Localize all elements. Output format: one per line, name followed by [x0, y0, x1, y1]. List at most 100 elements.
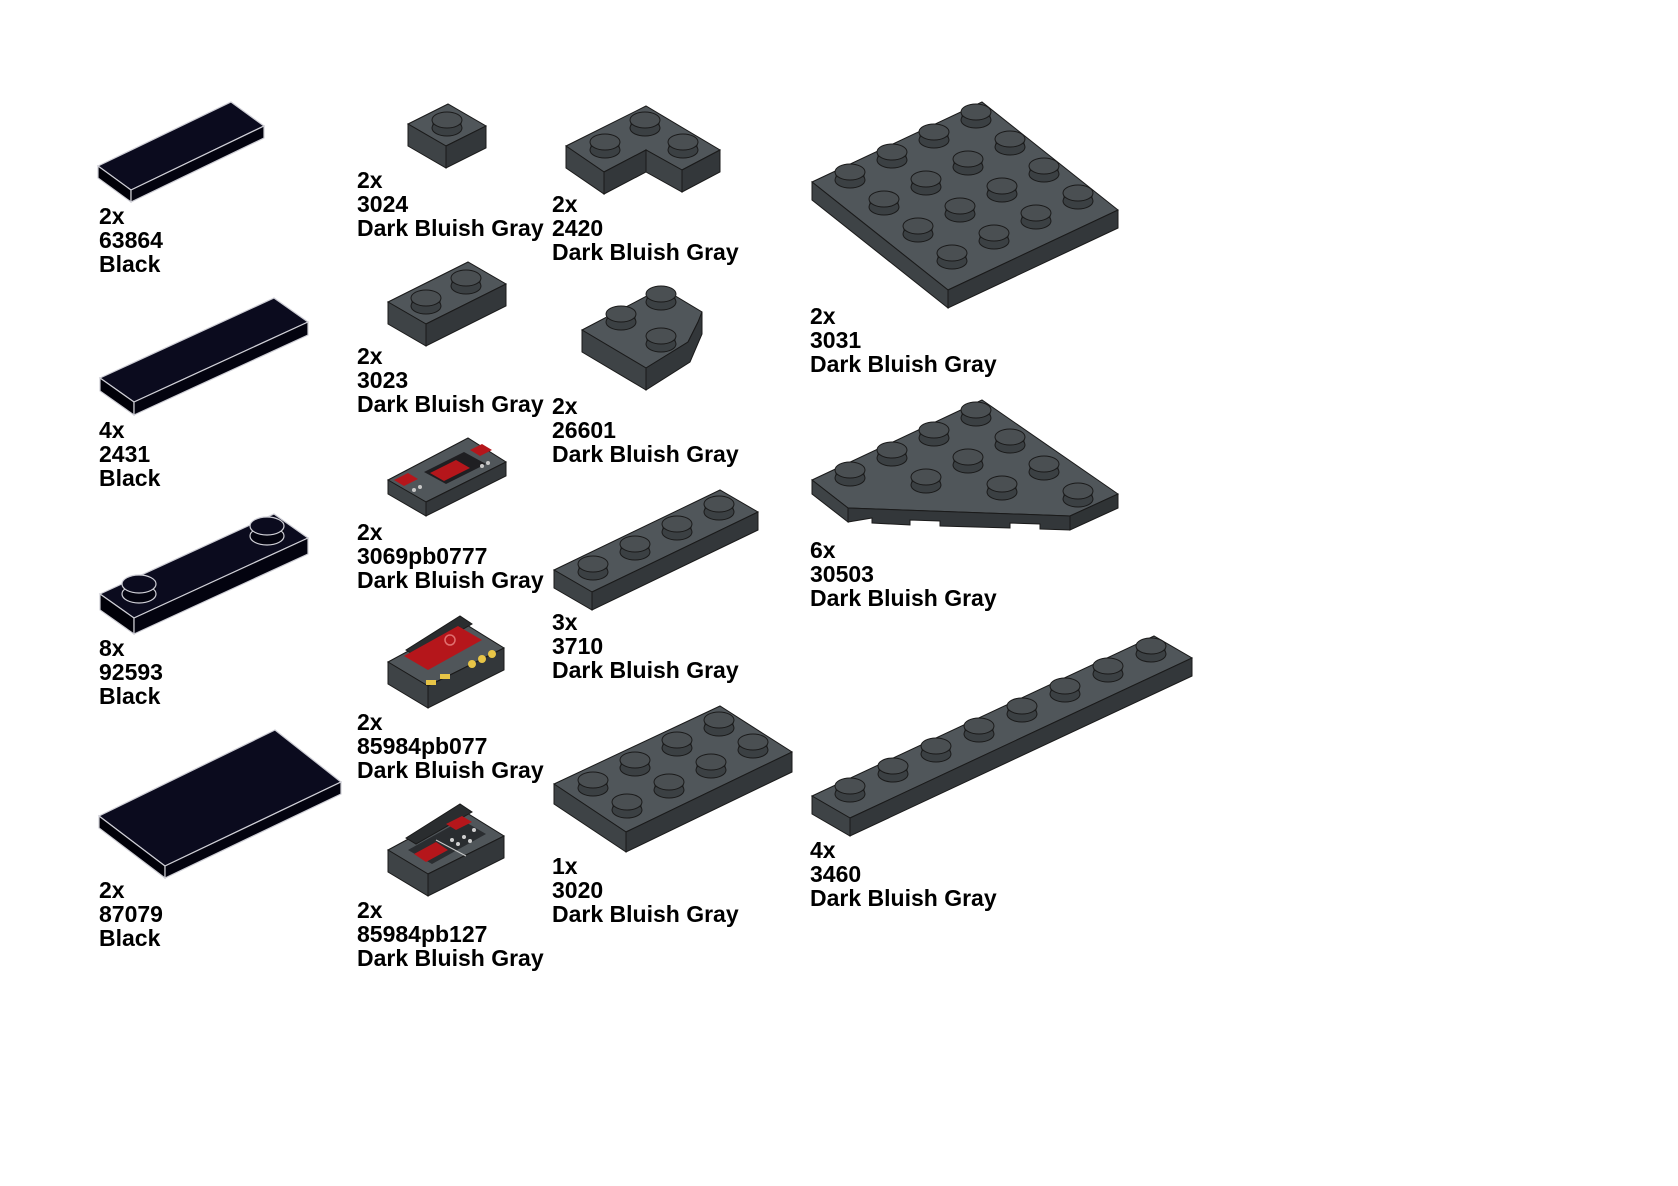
stud-icon: [1062, 184, 1094, 210]
stud-icon: [952, 448, 984, 474]
stud-icon: [978, 224, 1010, 250]
part-quantity: 3x: [552, 609, 578, 635]
part-quantity: 2x: [357, 343, 383, 369]
part-color: Dark Bluish Gray: [552, 441, 739, 467]
part-number: 3024: [357, 191, 409, 217]
stud-icon: [876, 441, 908, 467]
console-print-icon: [404, 626, 496, 685]
console-print-icon: [394, 444, 492, 492]
part-quantity: 4x: [99, 417, 125, 443]
stud-icon: [920, 737, 952, 763]
stud-icon: [1049, 677, 1081, 703]
stud-icon: [834, 163, 866, 189]
part-26601-label: 2x 26601 Dark Bluish Gray: [552, 394, 739, 466]
part-quantity: 6x: [810, 537, 836, 563]
part-2420-label: 2x 2420 Dark Bluish Gray: [552, 192, 739, 264]
part-color: Dark Bluish Gray: [810, 585, 997, 611]
part-85984pb077-label: 2x 85984pb077 Dark Bluish Gray: [357, 710, 544, 782]
part-color: Dark Bluish Gray: [810, 351, 997, 377]
stud-icon: [963, 717, 995, 743]
part-quantity: 2x: [357, 897, 383, 923]
part-3020-label: 1x 3020 Dark Bluish Gray: [552, 854, 739, 926]
part-2420-image: [564, 102, 724, 198]
part-number: 26601: [552, 417, 616, 443]
part-3069pb0777-label: 2x 3069pb0777 Dark Bluish Gray: [357, 520, 544, 592]
stud-icon: [834, 777, 866, 803]
stud-icon: [876, 143, 908, 169]
part-quantity: 2x: [99, 203, 125, 229]
part-2431-label: 4x 2431 Black: [99, 418, 160, 490]
stud-icon: [1028, 157, 1060, 183]
part-3460-label: 4x 3460 Dark Bluish Gray: [810, 838, 997, 910]
stud-icon: [952, 150, 984, 176]
part-number: 3020: [552, 877, 604, 903]
stud-icon: [834, 461, 866, 487]
part-85984pb127-image: [386, 800, 510, 900]
control-panel-print-icon: [408, 816, 486, 864]
stud-icon: [877, 757, 909, 783]
part-3024-label: 2x 3024 Dark Bluish Gray: [357, 168, 544, 240]
part-quantity: 2x: [357, 519, 383, 545]
stud-icon: [910, 170, 942, 196]
part-3710-label: 3x 3710 Dark Bluish Gray: [552, 610, 739, 682]
part-color: Dark Bluish Gray: [357, 567, 544, 593]
part-quantity: 2x: [357, 709, 383, 735]
part-color: Black: [99, 925, 161, 951]
stud-icon: [960, 401, 992, 427]
stud-icon: [868, 190, 900, 216]
stud-icon: [986, 177, 1018, 203]
part-number: 30503: [810, 561, 874, 587]
part-number: 3460: [810, 861, 862, 887]
stud-icon: [1062, 482, 1094, 508]
part-number: 3710: [552, 633, 604, 659]
part-number: 3023: [357, 367, 409, 393]
part-85984pb127-label: 2x 85984pb127 Dark Bluish Gray: [357, 898, 544, 970]
part-30503-label: 6x 30503 Dark Bluish Gray: [810, 538, 997, 610]
stud-icon: [910, 468, 942, 494]
part-color: Dark Bluish Gray: [357, 215, 544, 241]
part-3023-image: [386, 260, 510, 350]
stud-icon: [918, 421, 950, 447]
part-63864-image: [96, 100, 266, 205]
part-87079-image: [97, 728, 345, 880]
part-number: 85984pb077: [357, 733, 488, 759]
part-number: 2431: [99, 441, 151, 467]
part-3023-label: 2x 3023 Dark Bluish Gray: [357, 344, 544, 416]
part-quantity: 2x: [552, 393, 578, 419]
part-color: Dark Bluish Gray: [357, 391, 544, 417]
part-92593-image: [98, 510, 312, 640]
stud-icon: [994, 130, 1026, 156]
part-quantity: 2x: [357, 167, 383, 193]
part-color: Dark Bluish Gray: [357, 945, 544, 971]
part-color: Dark Bluish Gray: [810, 885, 997, 911]
part-color: Black: [99, 251, 161, 277]
part-color: Dark Bluish Gray: [552, 239, 739, 265]
part-number: 87079: [99, 901, 163, 927]
part-3031-label: 2x 3031 Dark Bluish Gray: [810, 304, 997, 376]
part-3031-image: [810, 100, 1122, 312]
part-color: Dark Bluish Gray: [357, 757, 544, 783]
part-26601-image: [580, 282, 710, 398]
stud-icon: [902, 217, 934, 243]
stud-icon: [1092, 657, 1124, 683]
stud-icon: [121, 574, 157, 604]
part-3024-image: [406, 102, 488, 172]
stud-icon: [1006, 697, 1038, 723]
stud-icon: [1135, 637, 1167, 663]
part-quantity: 1x: [552, 853, 578, 879]
part-number: 63864: [99, 227, 163, 253]
part-quantity: 2x: [552, 191, 578, 217]
part-color: Black: [99, 465, 161, 491]
stud-icon: [986, 475, 1018, 501]
stud-icon: [1020, 204, 1052, 230]
part-quantity: 2x: [810, 303, 836, 329]
stud-icon: [936, 244, 968, 270]
part-color: Dark Bluish Gray: [552, 657, 739, 683]
part-number: 85984pb127: [357, 921, 488, 947]
stud-icon: [918, 123, 950, 149]
stud-icon: [994, 428, 1026, 454]
stud-icon: [249, 516, 285, 546]
part-number: 2420: [552, 215, 604, 241]
part-3710-image: [552, 488, 762, 612]
